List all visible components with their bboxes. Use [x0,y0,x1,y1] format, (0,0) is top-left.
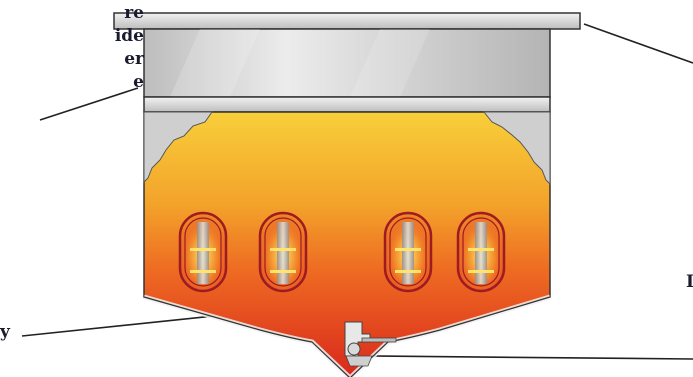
bottom-left-label: y [0,322,10,342]
leader-line-top-right [583,23,693,64]
refractory-left [143,111,213,184]
heater-window-4 [456,211,506,293]
top-left-label-line-2: ide [114,26,144,46]
heater-window-3 [383,211,433,293]
refractory-right [482,111,551,186]
drain-valve [344,321,397,367]
leader-line-bottom-right [371,355,693,360]
top-left-label: re ide er e [0,2,144,94]
top-left-label-line-1: re [124,3,144,23]
shell-ring [143,96,551,113]
right-edge-label: I [686,272,693,292]
heater-window-2 [258,211,308,293]
top-left-label-line-3: er [124,49,144,69]
top-left-label-line-4: e [133,72,144,92]
heater-window-1 [178,211,228,293]
furnace-lid [113,12,581,30]
leader-line-top-left [39,87,139,121]
